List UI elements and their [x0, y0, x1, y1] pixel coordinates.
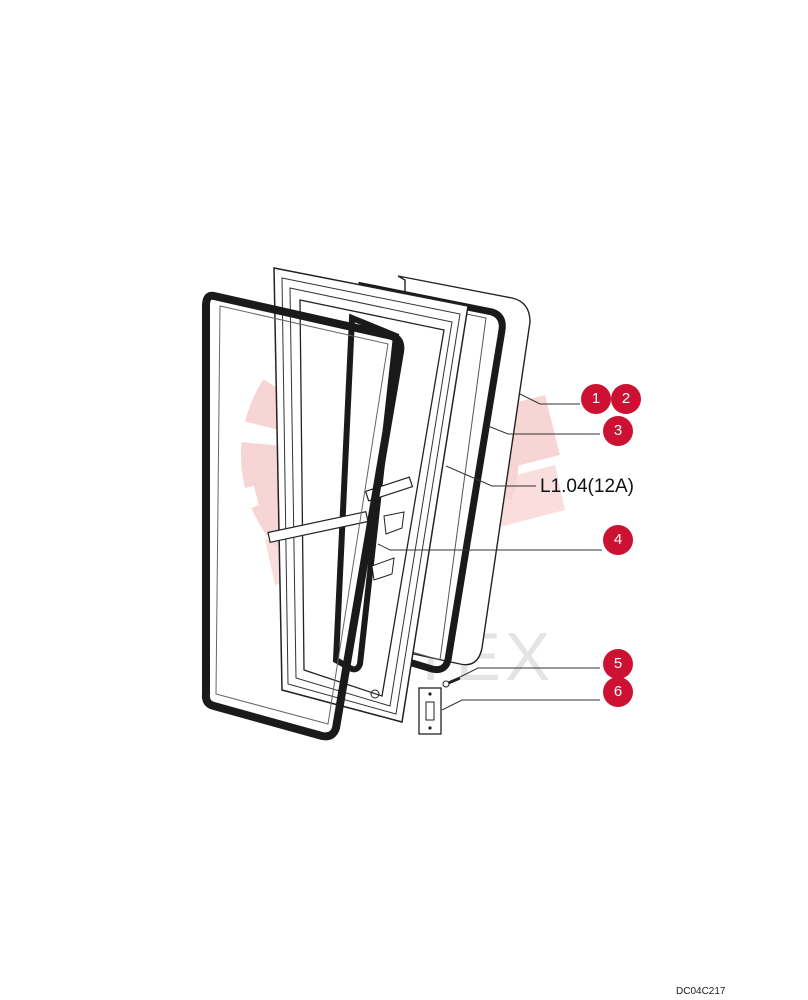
callout-4[interactable]: 4	[603, 525, 633, 555]
drawing-code: DC04C217	[676, 986, 726, 997]
callout-3[interactable]: 3	[603, 416, 633, 446]
latch-plate[interactable]	[418, 687, 442, 735]
leader-lines	[377, 393, 602, 711]
leader-line-4	[377, 543, 602, 551]
callout-5[interactable]: 5	[603, 649, 633, 679]
reference-label[interactable]: L1.04(12A)	[540, 476, 635, 497]
leader-line-1	[519, 393, 580, 405]
leader-line-3	[487, 425, 600, 435]
screw[interactable]	[442, 676, 461, 688]
leader-line-6	[441, 699, 600, 711]
leader-line-ref	[445, 465, 536, 487]
callout-2[interactable]: 2	[611, 384, 641, 414]
leader-line-5	[457, 667, 600, 679]
callout-1[interactable]: 1	[581, 384, 611, 414]
front-seal[interactable]	[201, 291, 405, 741]
callout-6[interactable]: 6	[603, 677, 633, 707]
